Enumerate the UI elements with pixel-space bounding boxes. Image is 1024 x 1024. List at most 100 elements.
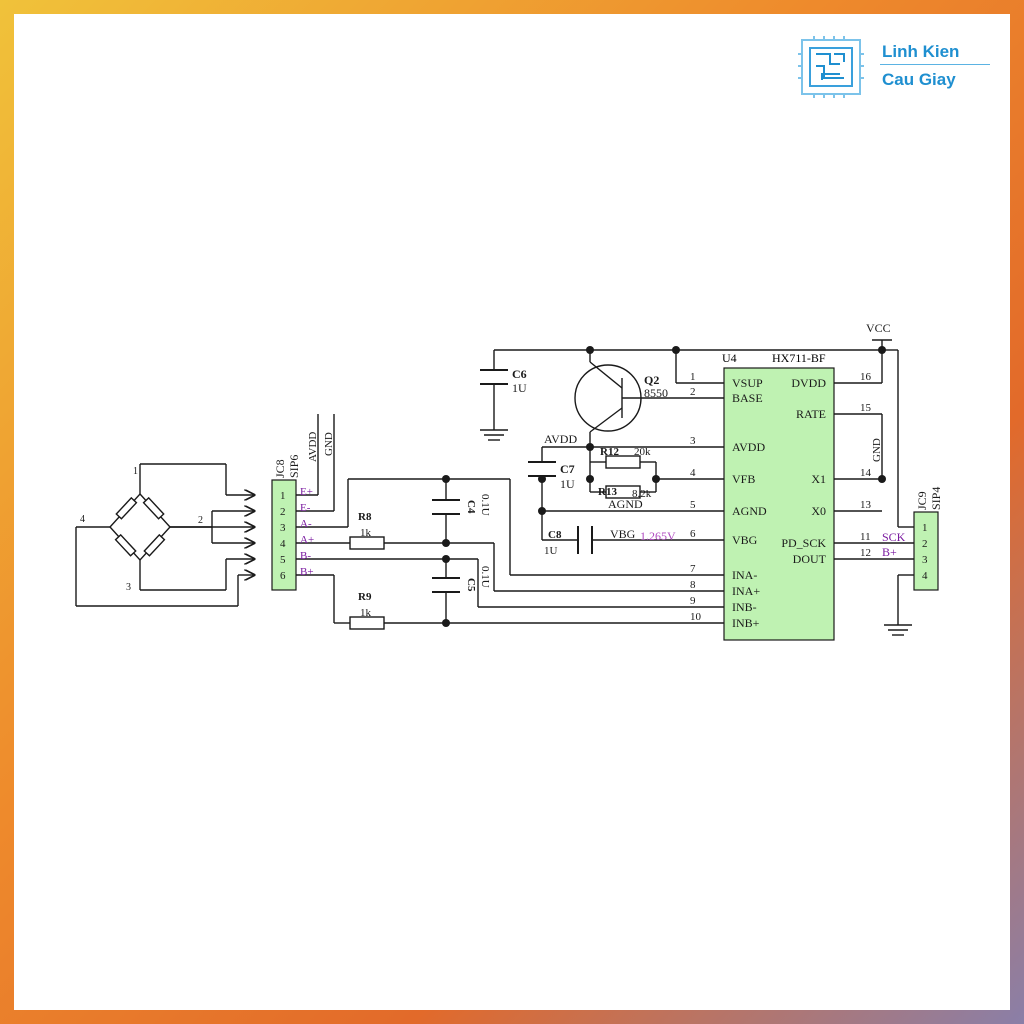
sck-net-label: SCK bbox=[882, 530, 906, 544]
jc8-connector bbox=[271, 479, 297, 591]
chip-pin-number-16: 16 bbox=[860, 371, 872, 383]
chip-body bbox=[723, 367, 835, 641]
jc8-type: SIP6 bbox=[287, 455, 301, 478]
bridge-node-1: 1 bbox=[133, 466, 138, 477]
bridge-node-4: 4 bbox=[80, 514, 85, 525]
brand-name-line2: Cau Giay bbox=[882, 70, 956, 89]
r8-value: 1k bbox=[360, 527, 372, 539]
chip-pin-name-inb+: INB+ bbox=[732, 616, 760, 630]
jc9-pin-2: 2 bbox=[922, 538, 928, 550]
jc9-connector bbox=[913, 511, 939, 591]
chip-ref: U4 bbox=[722, 351, 737, 365]
chip-pin-number-1: 1 bbox=[690, 371, 696, 383]
chip-pin-name-agnd: AGND bbox=[732, 504, 767, 518]
r12-body bbox=[605, 455, 641, 469]
jc8-signal-label: E- bbox=[300, 502, 311, 514]
jc8-pin-1: 1 bbox=[280, 490, 286, 502]
jc8-avdd-net: AVDD bbox=[307, 432, 319, 462]
jc8-signal-label: B+ bbox=[300, 566, 314, 578]
resistors bbox=[349, 455, 641, 630]
chip-pin-name-base: BASE bbox=[732, 391, 763, 405]
chip-pin-name-vsup: VSUP bbox=[732, 376, 763, 390]
chip-pin-number-14: 14 bbox=[860, 467, 872, 479]
chip-pin-number-2: 2 bbox=[690, 386, 696, 398]
chip-pin-name-vbg: VBG bbox=[732, 533, 758, 547]
jc8-pin-3: 3 bbox=[280, 522, 286, 534]
chip-pin-number-11: 11 bbox=[860, 531, 871, 543]
avdd-net-label: AVDD bbox=[544, 432, 577, 446]
jc8-pin-4: 4 bbox=[280, 538, 286, 550]
q2-ref: Q2 bbox=[644, 373, 659, 387]
c8-ref: C8 bbox=[548, 529, 562, 541]
chip-pin-number-15: 15 bbox=[860, 402, 872, 414]
jc9-pin-labels: 1 2 3 4 bbox=[922, 522, 928, 582]
chip-pin-name-x0: X0 bbox=[811, 504, 826, 518]
chip-pin-number-5: 5 bbox=[690, 499, 696, 511]
bridge-resistor-4 bbox=[143, 533, 166, 557]
jc8-pin-5: 5 bbox=[280, 554, 286, 566]
load-cell-bridge bbox=[109, 492, 171, 562]
jc9-pin-1: 1 bbox=[922, 522, 928, 534]
junctions bbox=[442, 346, 886, 627]
c8-value: 1U bbox=[544, 545, 558, 557]
vbg-net-label: VBG bbox=[610, 527, 636, 541]
wires bbox=[75, 339, 914, 636]
jc9-pin-3: 3 bbox=[922, 554, 928, 566]
c4-value: 0.1U bbox=[479, 494, 491, 516]
chip-pin-number-13: 13 bbox=[860, 499, 872, 511]
r13-ref: R13 bbox=[598, 486, 617, 498]
r9-value: 1k bbox=[360, 607, 372, 619]
chip-icon bbox=[798, 36, 864, 98]
chip-pin-number-7: 7 bbox=[690, 563, 696, 575]
image-canvas bbox=[14, 14, 1010, 1010]
chip-pin-name-ina+: INA+ bbox=[732, 584, 760, 598]
chip-pin-name-dvdd: DVDD bbox=[791, 376, 826, 390]
gnd-net-label: GND bbox=[871, 438, 883, 462]
r12-value: 20k bbox=[634, 446, 651, 458]
chip-pin-name-pd_sck: PD_SCK bbox=[781, 536, 826, 550]
bridge-resistor-2 bbox=[142, 496, 165, 520]
r13-value: 8.2k bbox=[632, 488, 652, 500]
brand-name-line1: Linh Kien bbox=[882, 42, 960, 61]
chip-pin-name-x1: X1 bbox=[811, 472, 826, 486]
brand-logo: Linh Kien Cau Giay bbox=[796, 36, 996, 100]
bridge-resistor-1 bbox=[115, 496, 138, 520]
bridge-node-2: 2 bbox=[198, 515, 203, 526]
jc8-signal-label: A+ bbox=[300, 534, 314, 546]
r9-ref: R9 bbox=[358, 591, 372, 603]
right-pin-group: 16 DVDD 15 RATE 14 X1 13 X0 11 PD_SCK 12 DOUT bbox=[781, 371, 871, 566]
chip-pin-number-6: 6 bbox=[690, 528, 696, 540]
jc9-pin-4: 4 bbox=[922, 570, 928, 582]
c5-ref: C5 bbox=[465, 578, 477, 592]
jc9-ref: JC9 bbox=[915, 491, 929, 510]
r8-body bbox=[349, 536, 385, 550]
chip-pin-number-8: 8 bbox=[690, 579, 696, 591]
brand-divider bbox=[880, 64, 990, 65]
chip-pin-number-12: 12 bbox=[860, 547, 871, 559]
chip-pin-number-4: 4 bbox=[690, 467, 696, 479]
jc8-signal-label: B- bbox=[300, 550, 311, 562]
c7-ref: C7 bbox=[560, 462, 575, 476]
agnd-net-label: AGND bbox=[608, 497, 643, 511]
q2-value: 8550 bbox=[644, 386, 668, 400]
chip-pin-name-dout: DOUT bbox=[793, 552, 827, 566]
chip-pin-name-rate: RATE bbox=[796, 407, 826, 421]
r13-body bbox=[605, 485, 641, 499]
chip-pin-name-vfb: VFB bbox=[732, 472, 755, 486]
chip-part: HX711-BF bbox=[772, 351, 826, 365]
c6-value: 1U bbox=[512, 381, 527, 395]
jc9-type: SIP4 bbox=[929, 487, 943, 510]
bridge-resistor-3 bbox=[114, 533, 137, 557]
r8-ref: R8 bbox=[358, 511, 372, 523]
bridge-node-3: 3 bbox=[126, 582, 131, 593]
chip-pin-name-ina-: INA- bbox=[732, 568, 757, 582]
jc8-signal-label: A- bbox=[300, 518, 312, 530]
r9-body bbox=[349, 616, 385, 630]
jc8-pin-2: 2 bbox=[280, 506, 286, 518]
c5-value: 0.1U bbox=[479, 566, 491, 588]
vbg-voltage: 1.265V bbox=[640, 529, 676, 543]
